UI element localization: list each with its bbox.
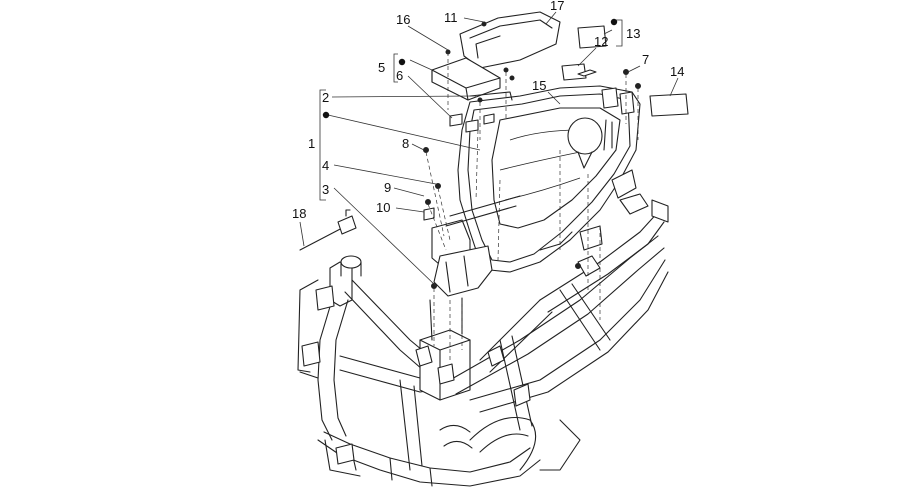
callout-8: 8 [402,136,409,151]
bullet-5 [398,58,406,66]
callout-12: 12 [594,34,608,49]
callout-11: 11 [444,10,458,25]
callout-6: 6 [396,68,403,83]
small-parts [299,11,689,289]
bullet-1b [322,111,330,119]
callout-18: 18 [292,206,306,221]
bullet-13 [610,18,618,26]
callout-10: 10 [376,200,390,215]
assembly-guides [425,52,639,360]
callout-4: 4 [322,158,329,173]
callout-2: 2 [322,90,329,105]
callout-5: 5 [378,60,385,75]
callout-16: 16 [396,12,410,27]
callout-labels: 1 2 3 4 5 6 7 8 9 10 11 12 13 14 15 16 1… [292,0,684,221]
callout-14: 14 [670,64,684,79]
callout-15: 15 [532,78,546,93]
callout-13: 13 [626,26,640,41]
leader-lines [299,11,679,287]
scooter-frame [297,193,669,487]
callout-3: 3 [322,182,329,197]
callout-1: 1 [308,136,315,151]
callout-17: 17 [550,0,564,13]
callout-9: 9 [384,180,391,195]
callout-7: 7 [642,52,649,67]
helmet-compartment [431,85,641,297]
part-14-pad [649,93,689,117]
